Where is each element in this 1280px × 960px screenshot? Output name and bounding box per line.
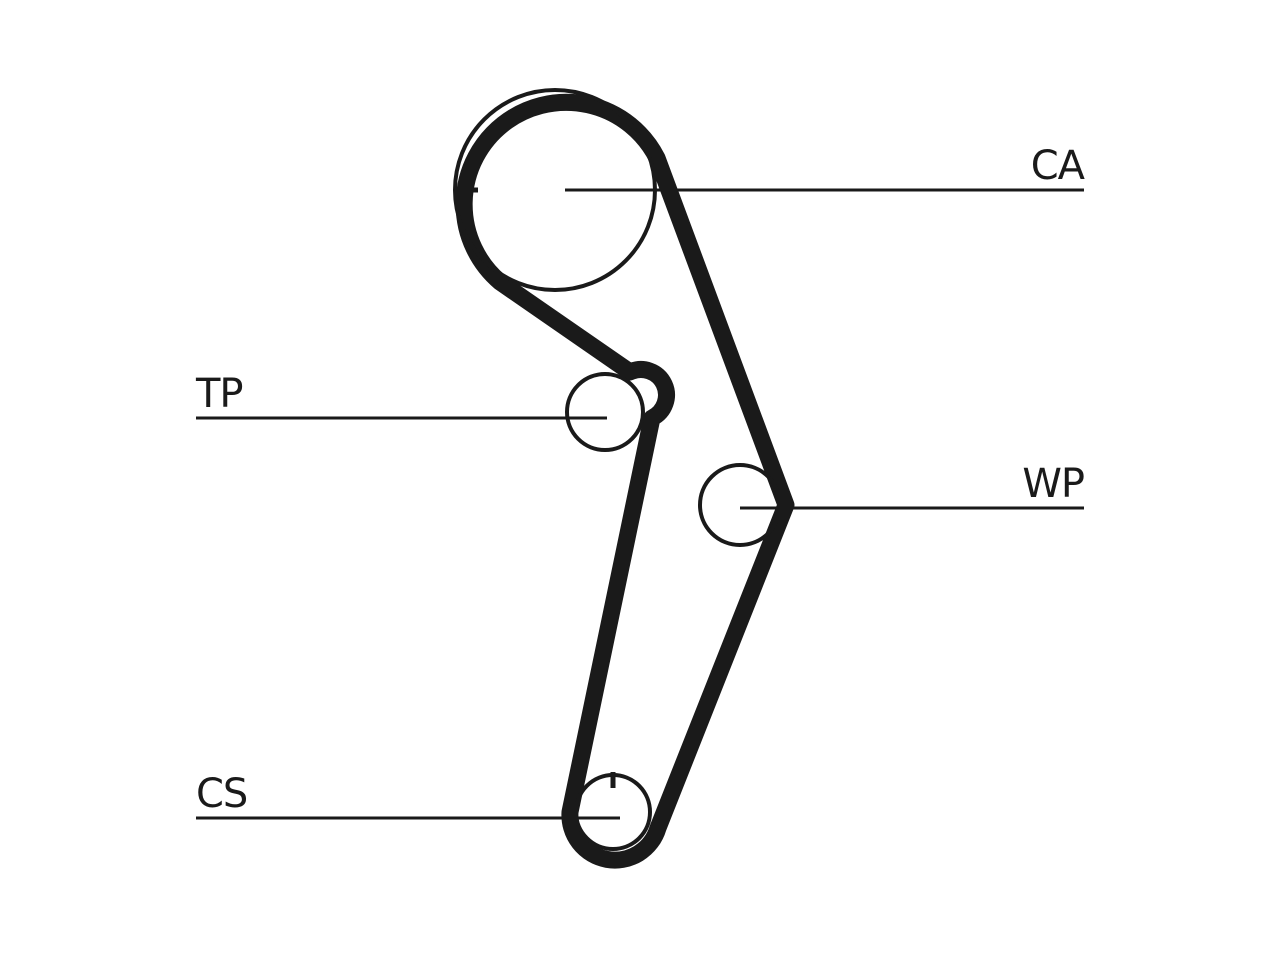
crankshaft-label: CS	[196, 771, 247, 817]
water-pump-label: WP	[1022, 461, 1084, 507]
camshaft-label: CA	[1031, 143, 1086, 189]
timing-belt	[455, 93, 795, 869]
tensioner-label: TP	[195, 371, 243, 417]
crankshaft-pulley	[574, 772, 652, 851]
water-pump-pulley	[698, 463, 782, 547]
tensioner-pulley	[565, 372, 645, 452]
